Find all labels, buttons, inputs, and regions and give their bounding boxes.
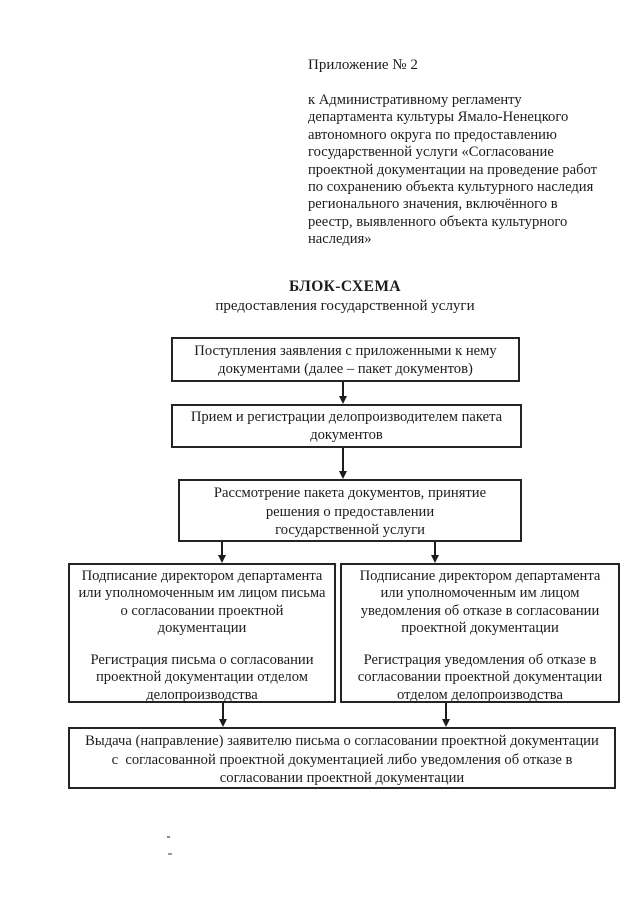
arrow-head	[338, 471, 347, 479]
title-block: БЛОК-СХЕМА предоставления государственно…	[45, 278, 640, 315]
arrow-shaft	[220, 542, 223, 555]
arrow-box2-to-box3	[338, 448, 347, 479]
arrow-shaft	[221, 703, 224, 719]
flow-box-application-received: Поступления заявления с приложенными к н…	[171, 337, 520, 382]
refusal-registration-text: Регистрация уведомления об отказе в согл…	[357, 652, 603, 703]
annex-description: к Административному регламенту департаме…	[308, 92, 598, 248]
arrow-shaft	[444, 703, 447, 719]
refusal-signing-text: Подписание директором департамента или у…	[359, 568, 601, 636]
scan-speck	[168, 853, 172, 855]
flow-box-review-decision: Рассмотрение пакета документов, принятие…	[178, 479, 522, 542]
flow-box-issuance: Выдача (направление) заявителю письма о …	[68, 727, 616, 789]
page-subtitle: предоставления государственной услуги	[215, 298, 475, 314]
flow-box-registration: Прием и регистрации делопроизводителем п…	[171, 404, 522, 448]
arrow-head	[217, 555, 226, 563]
arrow-shaft	[433, 542, 436, 555]
approval-registration-text: Регистрация письма о согласовании проект…	[90, 652, 314, 703]
arrow-box3-to-left-box	[217, 542, 226, 563]
arrow-head	[218, 719, 227, 727]
arrow-shaft	[341, 448, 344, 471]
flow-box-refusal-notice: Подписание директором департамента или у…	[340, 563, 620, 703]
arrow-head	[338, 396, 347, 404]
arrow-shaft	[341, 381, 344, 396]
arrow-right-box-to-bottom	[441, 703, 450, 727]
arrow-box1-to-box2	[338, 381, 347, 404]
arrow-box3-to-right-box	[430, 542, 439, 563]
approval-signing-text: Подписание директором департамента или у…	[78, 568, 326, 636]
arrow-head	[441, 719, 450, 727]
arrow-head	[430, 555, 439, 563]
page-title: БЛОК-СХЕМА	[288, 278, 401, 295]
arrow-left-box-to-bottom	[218, 703, 227, 727]
flow-box-approval-letter: Подписание директором департамента или у…	[68, 563, 336, 703]
scan-speck	[167, 836, 170, 838]
annex-label: Приложение № 2	[308, 57, 418, 73]
